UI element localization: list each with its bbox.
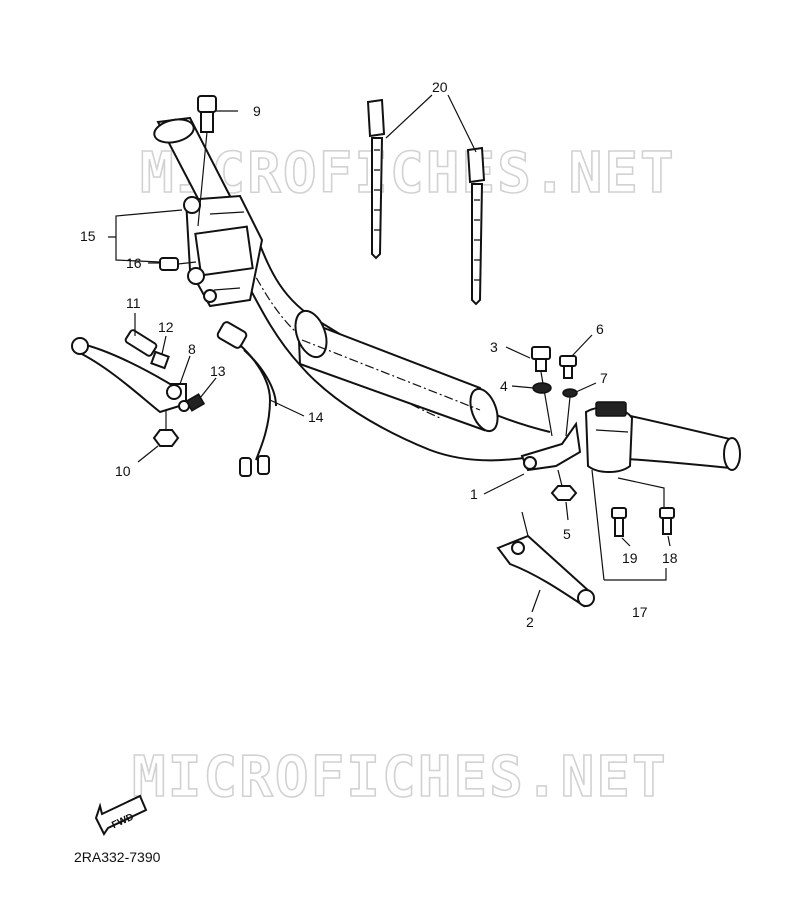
cable-tie-right [466, 146, 486, 306]
callout-16: 16 [126, 255, 142, 271]
cable-tie-left [366, 98, 386, 260]
callout-19: 19 [622, 550, 638, 566]
washer-4 [532, 382, 552, 394]
nut-10 [152, 410, 180, 447]
callout-18: 18 [662, 550, 678, 566]
bolt-9 [197, 95, 217, 227]
leader-lines [108, 94, 671, 613]
screw-18 [659, 507, 675, 535]
callout-6: 6 [596, 321, 604, 337]
screw-19 [611, 507, 627, 537]
callout-9: 9 [253, 103, 261, 119]
callout-2: 2 [526, 614, 534, 630]
left-lever [71, 337, 190, 414]
right-switch [584, 401, 634, 473]
callout-17: 17 [632, 604, 648, 620]
bolt-11 [124, 329, 158, 357]
watermark-bottom: MICROFICHES.NET [132, 745, 668, 810]
handlebar [153, 116, 741, 471]
switch-wire [216, 321, 277, 477]
callout-12: 12 [158, 319, 174, 335]
bolt-6 [559, 355, 577, 379]
callout-1: 1 [470, 486, 478, 502]
callout-15: 15 [80, 228, 96, 244]
washer-7 [562, 388, 578, 437]
callout-11: 11 [126, 295, 141, 311]
nut-12 [150, 350, 170, 370]
screw-13 [185, 393, 206, 412]
callout-13: 13 [210, 363, 226, 379]
fwd-arrow-icon: FWD [94, 794, 148, 836]
diagram-code: 2RA332-7390 [74, 849, 161, 865]
callout-3: 3 [490, 339, 498, 355]
callout-4: 4 [500, 378, 508, 394]
callout-labels: 1 2 3 4 5 6 7 8 9 10 11 12 13 14 15 16 1… [80, 79, 678, 630]
callout-20: 20 [432, 79, 448, 95]
right-lever [496, 511, 595, 608]
left-lever-holder [183, 194, 264, 308]
right-lever-holder [520, 421, 582, 472]
bolt-16 [159, 257, 197, 271]
nut-5 [550, 469, 578, 501]
callout-5: 5 [563, 526, 571, 542]
callout-7: 7 [600, 370, 608, 386]
callout-14: 14 [308, 409, 324, 425]
callout-8: 8 [188, 341, 196, 357]
callout-10: 10 [115, 463, 131, 479]
